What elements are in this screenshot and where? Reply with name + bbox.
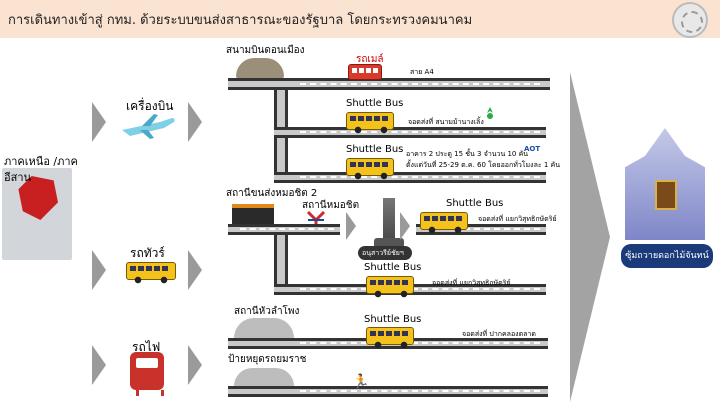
racecourse-logo-icon	[487, 107, 493, 119]
mode-coach-label: รถทัวร์	[130, 246, 165, 260]
road-marking	[300, 288, 540, 290]
limo-label: รถเมล์	[356, 54, 384, 65]
station-building-icon	[234, 368, 294, 388]
yommarat-label: ป้ายหยุดรถยมราช	[228, 354, 307, 365]
shuttle-3-title: Shuttle Bus	[446, 198, 504, 209]
chevron-right-icon	[92, 250, 106, 290]
chevron-right-icon	[188, 250, 202, 290]
shuttle-1-note: จอดส่งที่ สนามม้านางเลิ้ง	[408, 118, 484, 126]
shuttle-2-note-2: ตั้งแต่วันที่ 25-29 ต.ค. 60 โดยออกทั่วโม…	[406, 161, 560, 169]
chevron-right-icon	[346, 212, 356, 240]
mode-plane-label: เครื่องบิน	[126, 99, 174, 113]
chevron-right-icon	[92, 102, 106, 142]
road-marking	[300, 342, 540, 344]
station-building-icon	[234, 318, 294, 340]
monument-icon	[383, 198, 395, 244]
bus-icon	[346, 158, 394, 180]
road	[274, 235, 288, 295]
bus-icon	[126, 262, 176, 284]
seal-icon	[672, 2, 708, 38]
line-a4-label: สาย A4	[410, 68, 434, 76]
red-bus-icon	[348, 64, 382, 80]
road-marking	[300, 176, 540, 178]
bus-icon	[346, 112, 394, 134]
origin-label-1: ภาคเหนือ /ภาค	[4, 155, 78, 168]
shuttle-4-title: Shuttle Bus	[364, 262, 422, 273]
shrine-door-icon	[655, 180, 677, 210]
airport-label: สนามบินดอนเมือง	[226, 45, 305, 56]
hualamphong-label: สถานีหัวลำโพง	[234, 306, 300, 317]
bus-icon	[420, 212, 468, 234]
airplane-icon	[122, 114, 175, 139]
mode-train-label: รถไฟ	[132, 340, 161, 354]
road-marking	[300, 83, 540, 85]
road-marking	[424, 228, 540, 230]
chevron-right-icon	[188, 102, 202, 142]
big-arrow-icon	[570, 72, 610, 402]
shuttle-2-title: Shuttle Bus	[346, 144, 404, 155]
shuttle-4-note: จอดส่งที่ แยกวิสุทธิกษัตริย์	[432, 279, 511, 287]
bus-icon	[366, 276, 414, 298]
shuttle-1-title: Shuttle Bus	[346, 98, 404, 109]
road-marking	[300, 390, 540, 392]
road-marking	[240, 228, 334, 230]
bus-icon	[366, 327, 414, 349]
shuttle-2-note-1: อาคาร 2 ประตู 15 ชั้น 3 จำนวน 10 คัน	[406, 150, 529, 158]
chevron-right-icon	[92, 345, 106, 385]
airport-building-icon	[236, 58, 284, 78]
destination-label: ซุ้มถวายดอกไม้จันทน์	[621, 244, 713, 268]
chevron-right-icon	[188, 345, 202, 385]
train-icon	[130, 352, 164, 396]
monument-base-icon	[374, 238, 404, 248]
chevron-right-icon	[400, 212, 410, 240]
aot-logo-icon: AOT	[524, 145, 541, 153]
page-title: การเดินทางเข้าสู่ กทม. ด้วยระบบขนส่งสาธา…	[8, 13, 473, 28]
shuttle-3-note: จอดส่งที่ แยกวิสุทธิกษัตริย์	[478, 215, 557, 223]
victory-monument-label: อนุสาวรีย์ชัยฯ	[362, 249, 404, 257]
shuttle-5-note: จอดส่งที่ ปากคลองตลาด	[462, 330, 536, 338]
header-bar: การเดินทางเข้าสู่ กทม. ด้วยระบบขนส่งสาธา…	[0, 0, 720, 38]
road-marking	[300, 131, 540, 133]
mochit-terminal-label: สถานีขนส่งหมอชิต 2	[226, 188, 318, 199]
bts-mochit-label: สถานีหมอชิต	[302, 200, 360, 211]
shuttle-5-title: Shuttle Bus	[364, 314, 422, 325]
origin-label-2: อีสาน	[4, 171, 32, 184]
bus-terminal-icon	[232, 204, 274, 224]
runner-icon: 🏃	[352, 374, 370, 390]
